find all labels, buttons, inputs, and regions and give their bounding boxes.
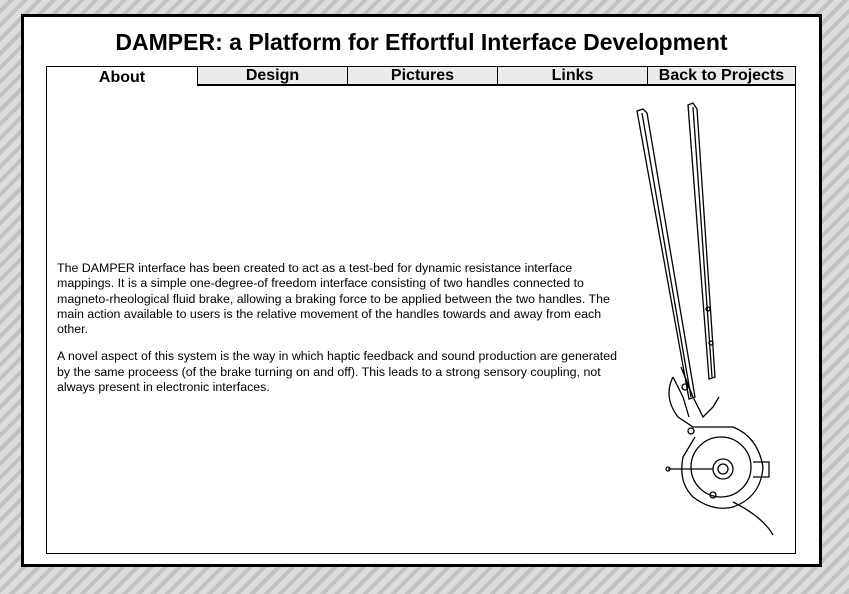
paragraph: A novel aspect of this system is the way… [57,349,617,395]
paragraph: The DAMPER interface has been created to… [57,261,610,337]
tab-pictures[interactable]: Pictures [347,67,497,86]
tab-bar: About Design Pictures Links Back to Proj… [47,67,795,87]
page-frame: DAMPER: a Platform for Effortful Interfa… [21,14,822,567]
page-title: DAMPER: a Platform for Effortful Interfa… [115,29,728,55]
about-text: The DAMPER interface has been created to… [57,261,632,407]
tab-about[interactable]: About [47,67,197,86]
tab-links[interactable]: Links [497,67,647,86]
content-box: About Design Pictures Links Back to Proj… [46,66,796,554]
tab-design[interactable]: Design [197,67,347,86]
damper-device-drawing [636,102,774,536]
tab-back-to-projects[interactable]: Back to Projects [647,67,795,86]
